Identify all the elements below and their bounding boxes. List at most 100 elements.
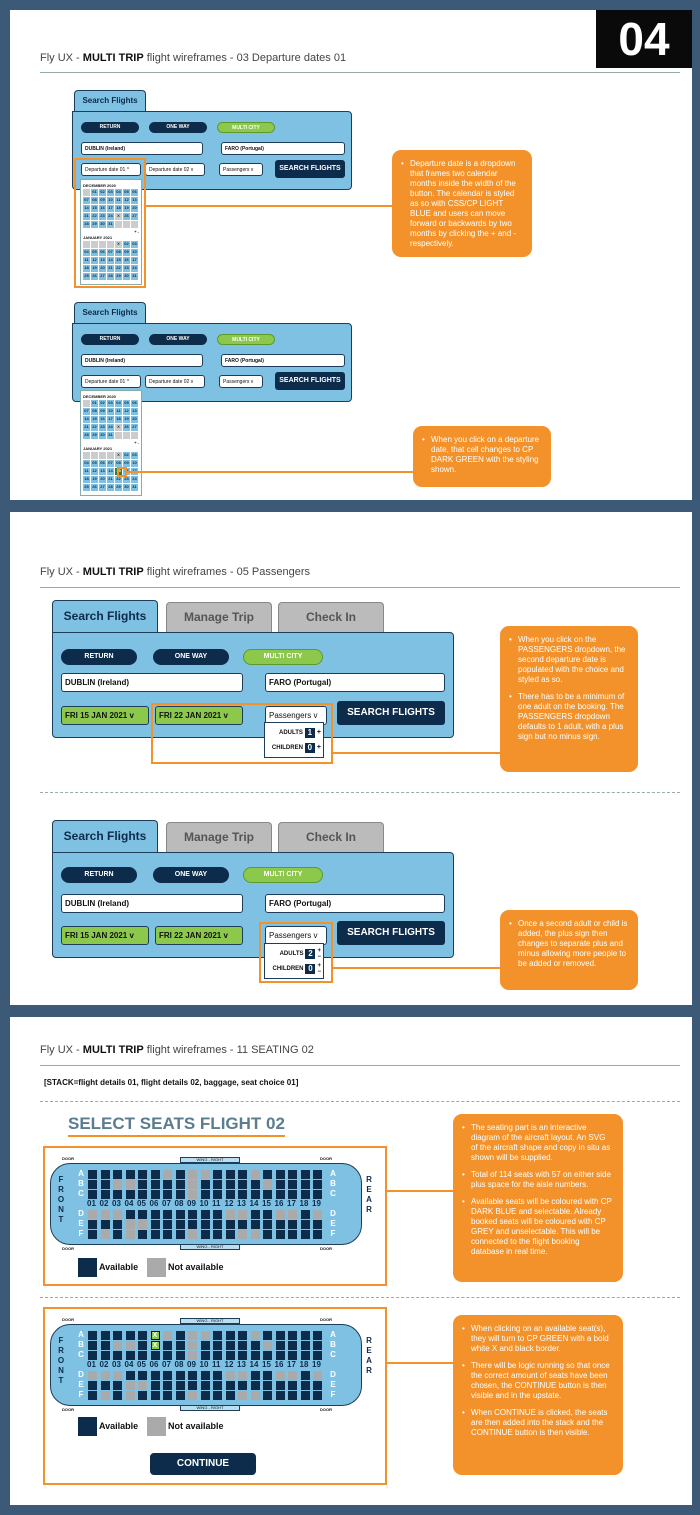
calendar-day[interactable]: 05: [123, 400, 130, 407]
seat[interactable]: [275, 1180, 285, 1189]
seat[interactable]: [100, 1331, 110, 1340]
calendar-day[interactable]: 30: [123, 484, 130, 491]
seat[interactable]: [100, 1220, 110, 1229]
calendar-day[interactable]: 28: [83, 432, 90, 439]
seat[interactable]: [163, 1371, 172, 1380]
seat[interactable]: [288, 1381, 297, 1390]
seat[interactable]: [213, 1230, 222, 1239]
seat[interactable]: [300, 1230, 310, 1239]
one-way-button[interactable]: ONE WAY: [153, 867, 229, 883]
seat[interactable]: [88, 1351, 97, 1360]
calendar-day[interactable]: 15: [91, 205, 98, 212]
calendar-day[interactable]: 19: [123, 416, 130, 423]
seat[interactable]: [175, 1210, 185, 1219]
seat[interactable]: [88, 1331, 97, 1340]
seat[interactable]: [225, 1331, 235, 1340]
seat[interactable]: [163, 1341, 172, 1350]
seat[interactable]: [300, 1180, 310, 1189]
calendar-day[interactable]: 24: [107, 424, 114, 431]
calendar-day[interactable]: 11: [115, 197, 122, 204]
seat[interactable]: [88, 1230, 97, 1239]
seat[interactable]: [150, 1391, 160, 1400]
seat[interactable]: [88, 1220, 97, 1229]
seat[interactable]: [125, 1210, 135, 1219]
seat[interactable]: [213, 1341, 222, 1350]
calendar-day[interactable]: 03: [107, 400, 114, 407]
seat[interactable]: [100, 1170, 110, 1179]
seat[interactable]: [238, 1381, 247, 1390]
calendar-day[interactable]: 20: [131, 416, 138, 423]
one-way-button[interactable]: ONE WAY: [149, 334, 207, 345]
seat[interactable]: [225, 1351, 235, 1360]
seat[interactable]: [250, 1341, 260, 1350]
calendar-day[interactable]: 22: [115, 476, 122, 483]
calendar-day[interactable]: 02: [123, 241, 130, 248]
seat[interactable]: [238, 1170, 247, 1179]
multi-city-button[interactable]: MULTI CITY: [243, 867, 323, 883]
seat[interactable]: [225, 1230, 235, 1239]
seat[interactable]: [263, 1170, 272, 1179]
seat[interactable]: [113, 1391, 122, 1400]
calendar-day[interactable]: 02: [99, 189, 106, 196]
seat[interactable]: [200, 1190, 210, 1199]
calendar-day[interactable]: 24: [131, 476, 138, 483]
seat[interactable]: [113, 1230, 122, 1239]
plus-icon[interactable]: +: [316, 729, 321, 736]
calendar-day[interactable]: 25: [83, 484, 90, 491]
calendar-day[interactable]: 02: [123, 452, 130, 459]
seat[interactable]: [250, 1210, 260, 1219]
calendar-day[interactable]: 04: [115, 189, 122, 196]
seat[interactable]: [250, 1190, 260, 1199]
seat[interactable]: [300, 1220, 310, 1229]
calendar-day[interactable]: 31: [107, 221, 114, 228]
seat[interactable]: [213, 1331, 222, 1340]
seat[interactable]: [150, 1210, 160, 1219]
calendar-day[interactable]: 05: [91, 460, 98, 467]
calendar-day[interactable]: 06: [131, 189, 138, 196]
seat[interactable]: [300, 1170, 310, 1179]
calendar-day[interactable]: 31: [107, 432, 114, 439]
seat[interactable]: [288, 1351, 297, 1360]
calendar-day[interactable]: 23: [99, 213, 106, 220]
calendar-day[interactable]: 09: [99, 408, 106, 415]
seat[interactable]: [313, 1351, 322, 1360]
calendar-day[interactable]: 06: [99, 249, 106, 256]
calendar-day[interactable]: 11: [83, 468, 90, 475]
seat[interactable]: [213, 1381, 222, 1390]
seat[interactable]: [238, 1190, 247, 1199]
seat[interactable]: [175, 1331, 185, 1340]
seat[interactable]: [313, 1180, 322, 1189]
seat[interactable]: [188, 1220, 197, 1229]
seat[interactable]: [213, 1220, 222, 1229]
seat[interactable]: [250, 1220, 260, 1229]
seat[interactable]: [300, 1381, 310, 1390]
seat[interactable]: [125, 1170, 135, 1179]
calendar-day[interactable]: 21: [83, 424, 90, 431]
seat[interactable]: [288, 1170, 297, 1179]
seat[interactable]: [200, 1381, 210, 1390]
departure-date-2-dropdown[interactable]: FRI 22 JAN 2021 v: [155, 706, 243, 725]
seat[interactable]: [238, 1351, 247, 1360]
seat[interactable]: [138, 1190, 147, 1199]
calendar-day[interactable]: 16: [99, 205, 106, 212]
calendar-day[interactable]: 30: [99, 221, 106, 228]
calendar-day[interactable]: 03: [131, 452, 138, 459]
seat[interactable]: [238, 1331, 247, 1340]
tab-manage-trip[interactable]: Manage Trip: [166, 602, 272, 632]
calendar-day[interactable]: 31: [131, 273, 138, 280]
seat[interactable]: [300, 1331, 310, 1340]
seat[interactable]: [163, 1351, 172, 1360]
seat[interactable]: [250, 1351, 260, 1360]
calendar-day[interactable]: 24: [131, 265, 138, 272]
calendar-day[interactable]: 22: [91, 424, 98, 431]
seat[interactable]: [250, 1371, 260, 1380]
tab-search-flights[interactable]: Search Flights: [74, 302, 146, 324]
calendar-day[interactable]: 19: [123, 205, 130, 212]
seat[interactable]: [113, 1170, 122, 1179]
calendar-day[interactable]: 14: [107, 468, 114, 475]
calendar-day[interactable]: 14: [83, 205, 90, 212]
seat[interactable]: [113, 1331, 122, 1340]
seat[interactable]: [175, 1381, 185, 1390]
calendar-day[interactable]: 08: [91, 408, 98, 415]
calendar-day[interactable]: 17: [131, 257, 138, 264]
